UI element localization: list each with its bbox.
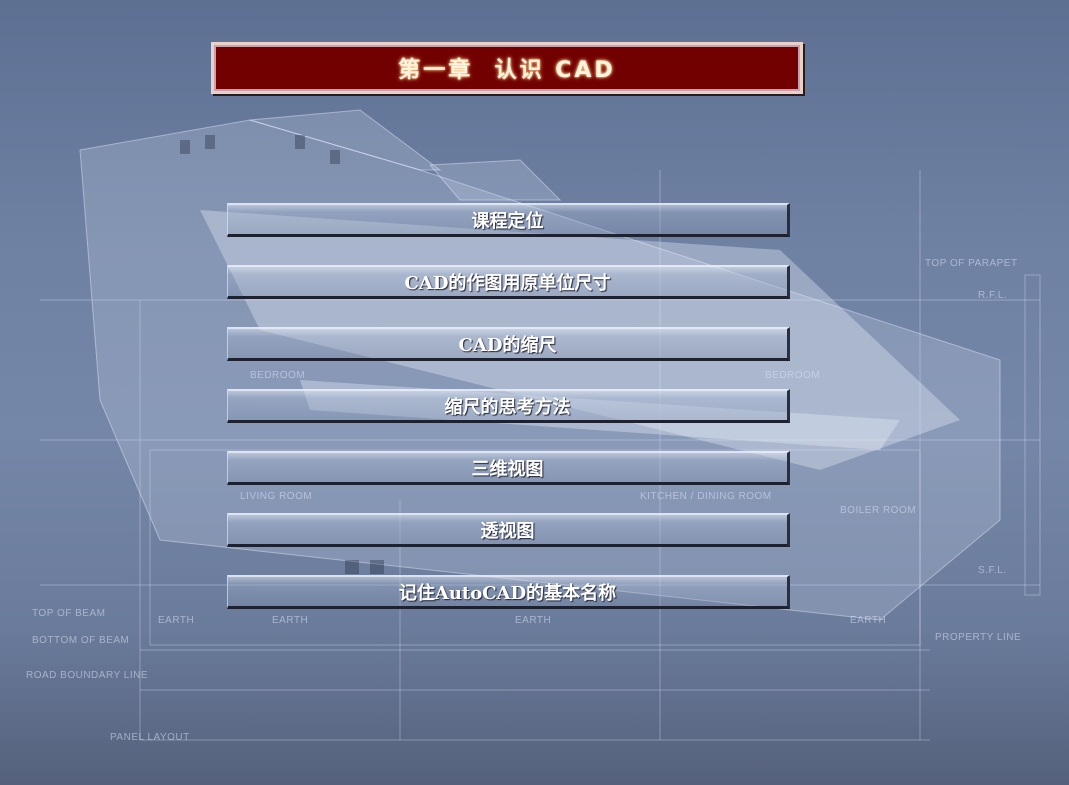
bg-label: BEDROOM: [250, 370, 306, 381]
bg-label: EARTH: [272, 615, 309, 626]
menu-button-autocad-names[interactable]: 记住AutoCAD的基本名称: [227, 575, 790, 609]
menu-button-label: 缩尺的思考方法: [444, 396, 571, 418]
bg-label: EARTH: [158, 615, 195, 626]
chapter-title: 第一章 认识 CAD: [398, 58, 616, 83]
menu-button-scale-thinking[interactable]: 缩尺的思考方法: [227, 389, 790, 423]
menu-button-cad-scale[interactable]: CAD的缩尺: [227, 327, 790, 361]
bg-label: PANEL LAYOUT: [110, 732, 190, 743]
bg-label: BEDROOM: [765, 370, 821, 381]
bg-label: BOILER ROOM: [840, 505, 917, 516]
bg-label: EARTH: [850, 615, 887, 626]
bg-label: KITCHEN / DINING ROOM: [640, 491, 772, 502]
menu-button-3d-view[interactable]: 三维视图: [227, 451, 790, 485]
menu-button-course-positioning[interactable]: 课程定位: [227, 203, 790, 237]
menu-button-label: 透视图: [480, 520, 535, 542]
menu-button-drawing-units[interactable]: CAD的作图用原单位尺寸: [227, 265, 790, 299]
menu-button-label: CAD的缩尺: [458, 334, 557, 356]
chapter-title-banner: 第一章 认识 CAD: [211, 42, 803, 94]
bg-label: S.F.L.: [978, 565, 1007, 576]
menu-button-perspective[interactable]: 透视图: [227, 513, 790, 547]
bg-label: LIVING ROOM: [240, 491, 313, 502]
menu-button-label: 三维视图: [471, 458, 544, 480]
bg-label: BOTTOM OF BEAM: [32, 635, 130, 646]
menu-button-label: CAD的作图用原单位尺寸: [404, 272, 611, 294]
bg-label: TOP OF BEAM: [32, 608, 106, 619]
bg-label: TOP OF PARAPET: [925, 258, 1018, 269]
bg-label: EARTH: [515, 615, 552, 626]
menu-button-label: 记住AutoCAD的基本名称: [398, 582, 617, 604]
bg-label: ROAD BOUNDARY LINE: [26, 670, 148, 681]
bg-label: PROPERTY LINE: [935, 632, 1022, 643]
menu-button-label: 课程定位: [471, 210, 544, 232]
bg-label: R.F.L.: [978, 290, 1008, 301]
